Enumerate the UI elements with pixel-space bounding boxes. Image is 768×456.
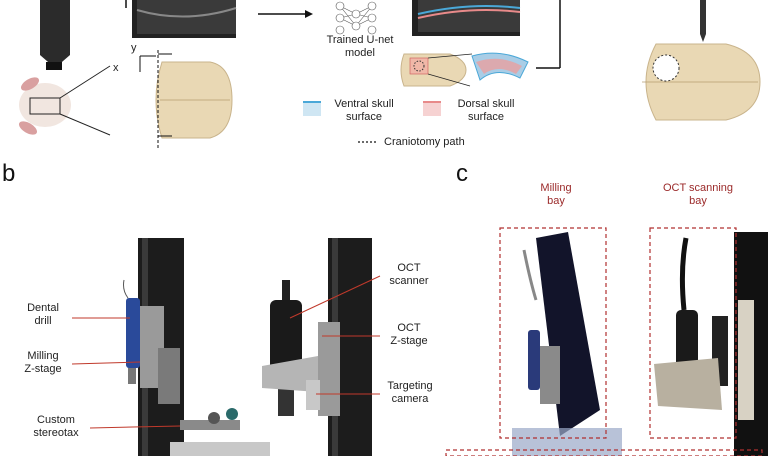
mouse-icon xyxy=(17,66,110,137)
arrow-to-model xyxy=(258,10,313,18)
skull-craniotomy xyxy=(642,44,760,120)
label-oct-bay-1: OCT scanning xyxy=(656,182,740,195)
label-targeting-camera: Targeting camera xyxy=(378,380,442,406)
oct-probe-icon xyxy=(40,0,70,70)
label-stereotax-2: stereotax xyxy=(24,427,88,440)
skull-topview xyxy=(156,50,232,150)
axis-x-label: x xyxy=(113,62,119,75)
legend-dorsal-swatch xyxy=(423,102,441,116)
panel-c-graphics xyxy=(440,180,768,456)
label-milling-bay-1: Milling xyxy=(520,182,592,195)
label-dental-drill-2: drill xyxy=(14,315,72,328)
label-oct-bay: OCT scanning bay xyxy=(656,182,740,208)
label-stereotax: Custom stereotax xyxy=(24,414,88,440)
oct-scan-stack xyxy=(126,0,236,38)
model-label: Trained U-net model xyxy=(320,34,400,60)
label-oct-stage-2: Z-stage xyxy=(380,335,438,348)
label-targeting-camera-2: camera xyxy=(378,393,442,406)
legend-ventral-label: Ventral skull surface xyxy=(324,98,404,124)
label-oct-scanner-2: scanner xyxy=(380,275,438,288)
model-label-line2: model xyxy=(320,47,400,60)
legend-ventral-swatch xyxy=(303,102,321,116)
legend-dorsal-line2: surface xyxy=(446,111,526,124)
label-oct-scanner-1: OCT xyxy=(380,262,438,275)
segmented-scan-stack xyxy=(412,0,520,36)
label-targeting-camera-1: Targeting xyxy=(378,380,442,393)
legend-dorsal-line1: Dorsal skull xyxy=(446,98,526,111)
stereotax-icon xyxy=(170,408,270,456)
label-dental-drill-1: Dental xyxy=(14,302,72,315)
label-stereotax-1: Custom xyxy=(24,414,88,427)
legend-ventral-line2: surface xyxy=(324,111,404,124)
dental-drill-icon xyxy=(124,280,141,384)
label-milling-stage-2: Z-stage xyxy=(14,363,72,376)
oct-scanner-icon xyxy=(270,280,302,416)
legend-path-label: Craniotomy path xyxy=(384,136,465,149)
oct-bay-photo xyxy=(654,232,768,456)
label-oct-scanner: OCT scanner xyxy=(380,262,438,288)
axes-icon xyxy=(140,56,156,72)
label-oct-stage-1: OCT xyxy=(380,322,438,335)
label-oct-stage: OCT Z-stage xyxy=(380,322,438,348)
label-milling-bay: Milling bay xyxy=(520,182,592,208)
targeting-camera-icon xyxy=(306,380,320,410)
label-milling-stage-1: Milling xyxy=(14,350,72,363)
label-oct-bay-2: bay xyxy=(656,195,740,208)
label-milling-stage: Milling Z-stage xyxy=(14,350,72,376)
model-label-line1: Trained U-net xyxy=(320,34,400,47)
skull-segmentation xyxy=(401,53,528,86)
legend-ventral-line1: Ventral skull xyxy=(324,98,404,111)
drill-tip-icon xyxy=(700,0,706,42)
unet-network-icon xyxy=(336,2,376,34)
axis-y-label: y xyxy=(131,42,137,55)
label-milling-bay-2: bay xyxy=(520,195,592,208)
feedback-connector xyxy=(536,0,560,68)
legend-dorsal-label: Dorsal skull surface xyxy=(446,98,526,124)
label-dental-drill: Dental drill xyxy=(14,302,72,328)
